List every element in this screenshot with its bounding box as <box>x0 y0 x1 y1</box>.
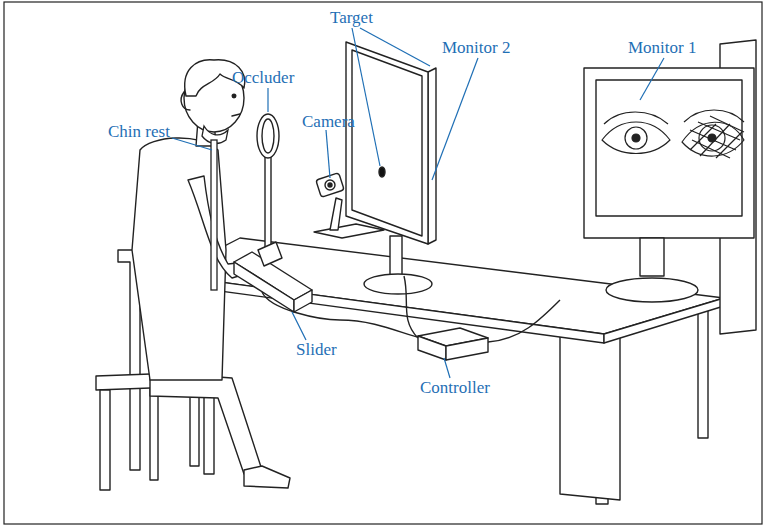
part-label: Controller <box>420 378 490 398</box>
part-label: Monitor 1 <box>628 38 696 58</box>
part-label: Camera <box>302 112 355 132</box>
monitor-1-drawing <box>584 40 756 334</box>
part-label: Chin rest <box>108 122 170 142</box>
part-label: Occluder <box>232 68 294 88</box>
controller-drawing <box>404 276 560 360</box>
chin-rest-drawing <box>202 126 228 290</box>
monitor-2-drawing <box>346 42 436 294</box>
part-label: Slider <box>296 340 337 360</box>
part-label: Target <box>330 8 373 28</box>
figure-border <box>4 2 762 524</box>
occluder-drawing <box>257 114 279 256</box>
leader-lines <box>172 28 664 378</box>
part-label: Monitor 2 <box>442 38 510 58</box>
